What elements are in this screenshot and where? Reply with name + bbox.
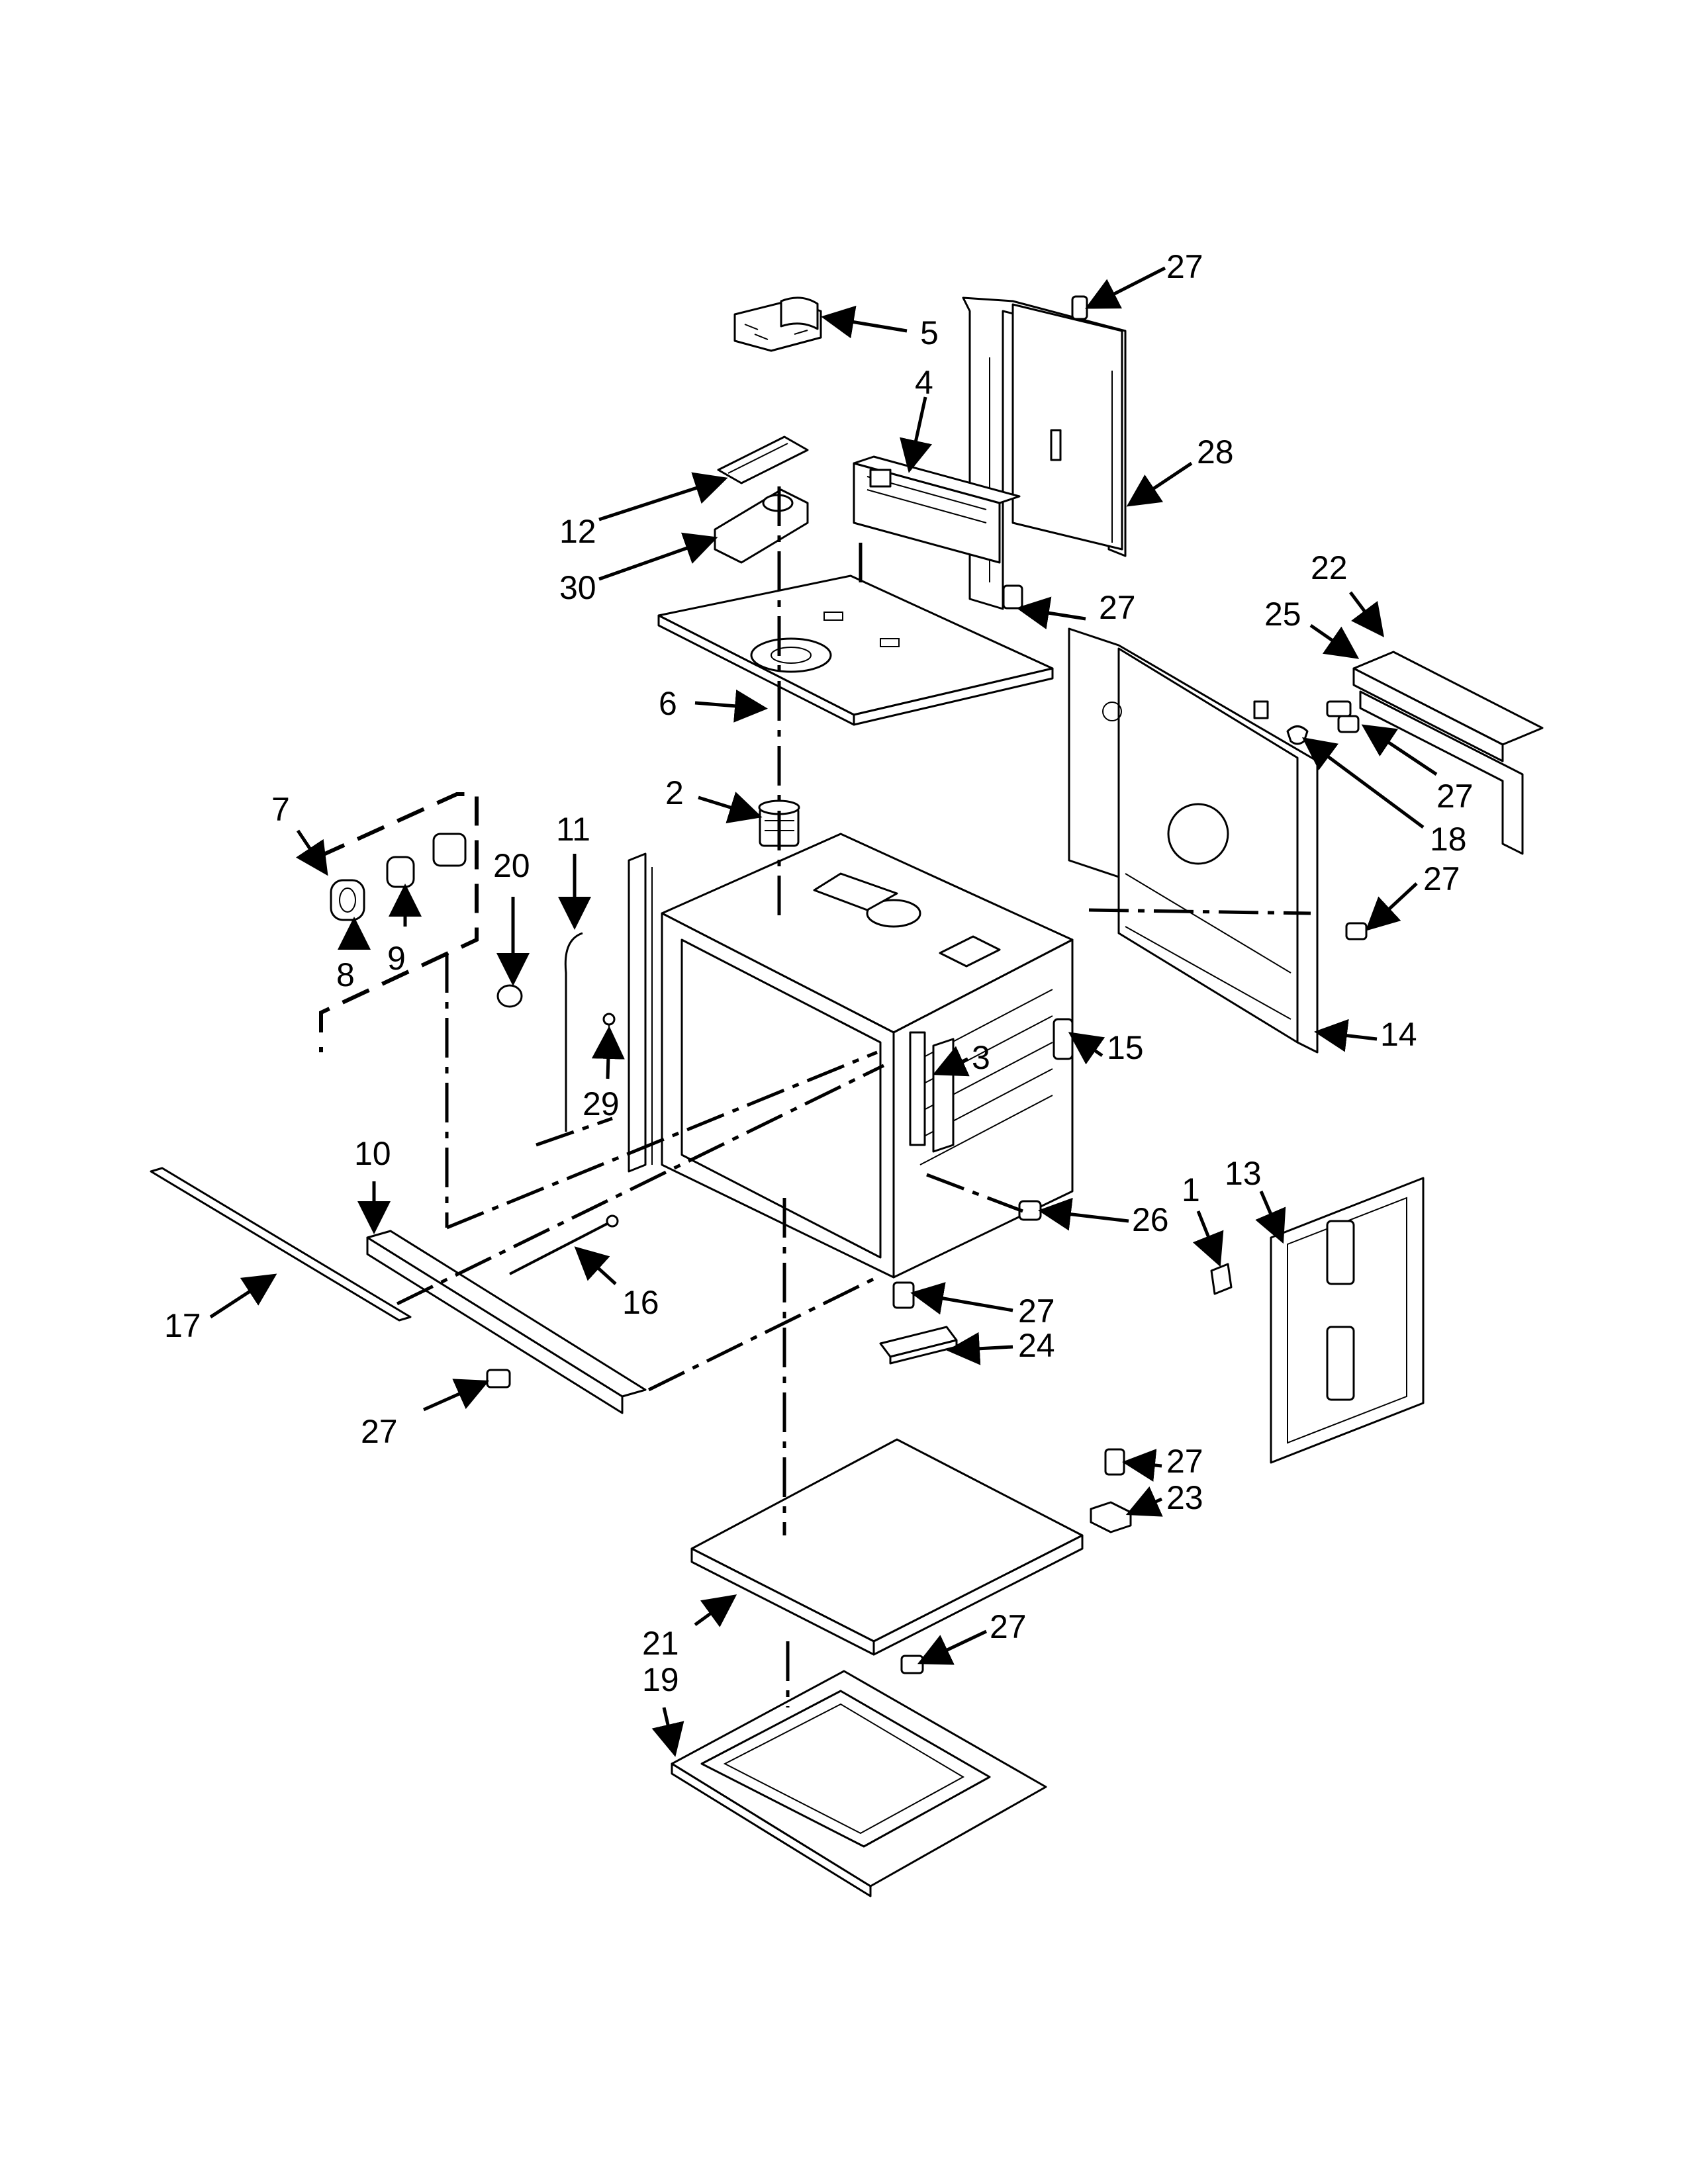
callout-11: 11 [556,811,590,848]
part-19-base-pan [671,1670,1047,1897]
part-14-right-panel [1068,627,1319,1054]
callout-8: 8 [336,956,355,993]
part-1-clip [1210,1263,1233,1295]
callout-24: 24 [1018,1327,1055,1364]
callout-27-right-low: 27 [1423,860,1460,897]
assembly-guides [316,486,1311,1707]
oven-cavity [628,833,1074,1279]
callout-21: 21 [642,1625,679,1662]
part-7-knob-set [330,833,467,921]
callout-27-left-low: 27 [361,1413,398,1450]
callouts: 27 5 4 28 12 30 27 22 25 6 27 18 [164,248,1474,1757]
part-24-bracket [879,1326,958,1365]
part-20-grommet [496,984,523,1008]
callout-20: 20 [493,847,530,884]
callout-23: 23 [1166,1479,1203,1516]
callout-30: 30 [559,569,596,606]
callout-27-top: 27 [1166,248,1203,285]
callout-7: 7 [271,791,290,828]
callout-10: 10 [354,1135,391,1172]
part-17-rail [150,1167,412,1322]
callout-27-right: 27 [1436,778,1474,815]
part-11-gasket [564,932,583,1132]
callout-13: 13 [1225,1155,1262,1192]
callout-14: 14 [1380,1016,1417,1053]
part-3-latch [932,1038,955,1153]
part-30-bracket [714,488,809,564]
part-28-rear-cover [962,296,1127,610]
callout-17: 17 [164,1307,201,1344]
callout-27-bottom: 27 [990,1608,1027,1645]
callout-2: 2 [665,774,684,811]
callout-4: 4 [915,364,933,401]
part-15-connector [1053,1018,1074,1060]
part-4-vent-duct [853,455,1021,564]
callout-27-right-bottom: 27 [1166,1443,1203,1480]
callout-5: 5 [920,314,939,351]
callout-26: 26 [1132,1201,1169,1238]
callout-22: 22 [1311,549,1348,586]
part-13-side-panel [1270,1177,1425,1464]
part-21-bottom-plate [690,1438,1084,1656]
callout-29: 29 [583,1085,620,1122]
callout-25: 25 [1264,596,1301,633]
part-16-probe [509,1214,619,1275]
screw-27-group [486,295,1368,1674]
callout-1: 1 [1182,1171,1200,1208]
callout-3: 3 [972,1039,990,1076]
callout-6: 6 [659,685,677,722]
callout-28: 28 [1197,433,1234,471]
callout-27-center-low: 27 [1018,1293,1055,1330]
callout-16: 16 [622,1284,659,1321]
callout-9: 9 [387,940,406,977]
callout-18: 18 [1430,821,1467,858]
part-6-top-plate [657,574,1054,726]
part-22-bracket-rail [1352,651,1544,855]
part-23-bracket [1090,1501,1132,1533]
part-12-plate [717,435,809,484]
callout-19: 19 [642,1661,679,1698]
part-5-sensor-switch [733,296,822,352]
callout-27-mid: 27 [1099,589,1136,626]
callout-15: 15 [1107,1029,1144,1066]
callout-12: 12 [559,513,596,550]
